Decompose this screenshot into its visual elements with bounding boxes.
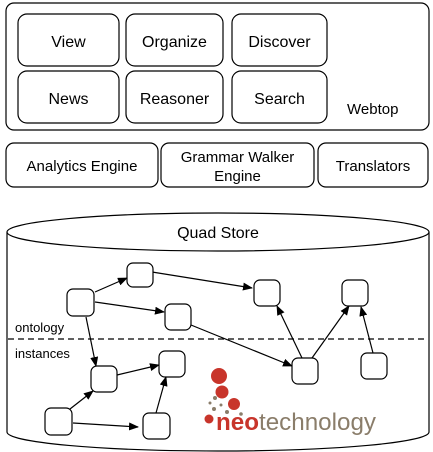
graph-edge (94, 301, 165, 315)
graph-edge (94, 277, 128, 293)
graph-edge (116, 363, 160, 376)
graph-node (66, 288, 95, 317)
graph-nodes (44, 262, 388, 440)
quad-store-title: Quad Store (177, 225, 259, 242)
webtop-panel: View Organize Discover News Reasoner Sea… (5, 2, 430, 131)
quad-store-cylinder: Quad Store (6, 212, 430, 452)
neo-technology-logo: neotechnology (204, 368, 376, 436)
graph-edge (311, 305, 350, 359)
instances-label: instances (15, 346, 70, 361)
graph-edge (69, 390, 94, 410)
analytics-engine-box[interactable]: Analytics Engine (5, 142, 159, 188)
graph-edge (151, 271, 253, 291)
graph-edge (276, 305, 303, 359)
graph-node (253, 279, 281, 307)
neo-word: neo (216, 409, 259, 436)
graph-edge (155, 376, 168, 414)
webtop-module-organize-label: Organize (142, 34, 207, 51)
graph-node (360, 352, 388, 380)
technology-word: technology (259, 409, 376, 436)
analytics-engine-label: Analytics Engine (27, 158, 138, 175)
webtop-module-news[interactable]: News (17, 70, 120, 124)
translators-label: Translators (336, 158, 410, 175)
graph-node (44, 407, 73, 436)
grammar-walker-engine-label-line2: Engine (214, 168, 261, 185)
grammar-walker-engine-label-line1: Grammar Walker (181, 149, 295, 166)
grammar-walker-engine-box[interactable]: Grammar Walker Engine (160, 142, 315, 188)
graph-node (90, 365, 118, 393)
neo-technology-wordmark: neotechnology (216, 409, 376, 436)
webtop-module-reasoner[interactable]: Reasoner (125, 70, 224, 124)
graph-node (341, 279, 369, 307)
webtop-module-news-label: News (48, 91, 88, 108)
webtop-module-search-label: Search (254, 91, 305, 108)
webtop-module-discover[interactable]: Discover (231, 13, 328, 67)
webtop-label: Webtop (347, 101, 398, 118)
graph-node (158, 350, 186, 378)
graph-edge (359, 306, 374, 354)
graph-node (291, 357, 319, 385)
graph-edge (72, 422, 139, 431)
webtop-module-view[interactable]: View (17, 13, 120, 67)
graph-edge (190, 324, 293, 367)
ontology-label: ontology (15, 320, 65, 335)
webtop-module-reasoner-label: Reasoner (140, 91, 210, 108)
webtop-module-view-label: View (51, 34, 86, 51)
graph-edges (69, 271, 374, 431)
neo-logo-mark (204, 368, 243, 424)
webtop-module-organize[interactable]: Organize (125, 13, 224, 67)
translators-box[interactable]: Translators (317, 142, 429, 188)
graph-node (142, 412, 171, 440)
graph-node (126, 262, 154, 288)
webtop-module-search[interactable]: Search (231, 70, 328, 124)
graph-node (164, 303, 192, 331)
webtop-module-discover-label: Discover (248, 34, 311, 51)
graph-edge (85, 316, 99, 367)
